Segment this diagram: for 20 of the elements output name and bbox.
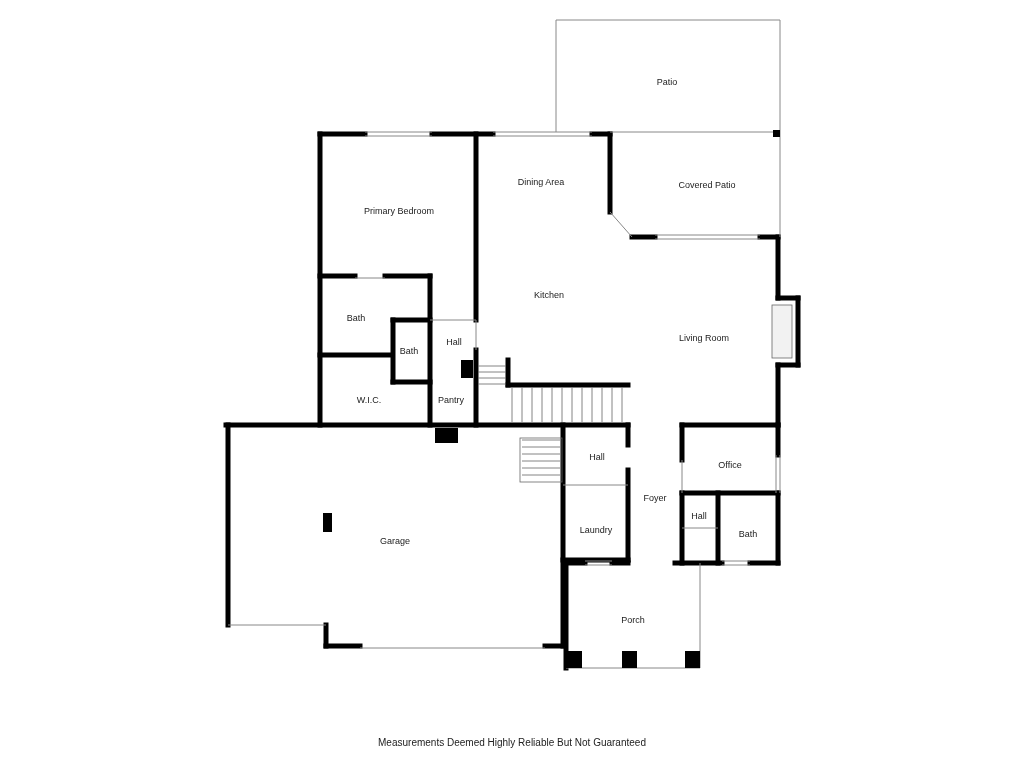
- room-label: Laundry: [579, 525, 613, 535]
- caption: Measurements Deemed Highly Reliable But Not Guaranteed: [378, 736, 646, 748]
- room-label: Covered Patio: [678, 180, 736, 190]
- room-label: Hall: [589, 452, 605, 462]
- room-label: Primary Bedroom: [364, 206, 434, 216]
- room-label: Hall: [691, 511, 707, 521]
- room-label: Pantry: [438, 395, 464, 405]
- room-label: Patio: [656, 77, 678, 87]
- room-label: Bath: [399, 346, 419, 356]
- room-label: Kitchen: [534, 290, 564, 300]
- room-label: Hall: [446, 337, 462, 347]
- room-label: Foyer: [643, 493, 667, 503]
- room-label: Dining Area: [517, 177, 565, 187]
- room-label: Garage: [380, 536, 410, 546]
- room-label: Bath: [346, 313, 366, 323]
- room-label: Living Room: [679, 333, 729, 343]
- room-label: Bath: [738, 529, 758, 539]
- room-label: W.I.C.: [356, 395, 382, 405]
- room-label: Porch: [621, 615, 645, 625]
- room-label: Office: [718, 460, 742, 470]
